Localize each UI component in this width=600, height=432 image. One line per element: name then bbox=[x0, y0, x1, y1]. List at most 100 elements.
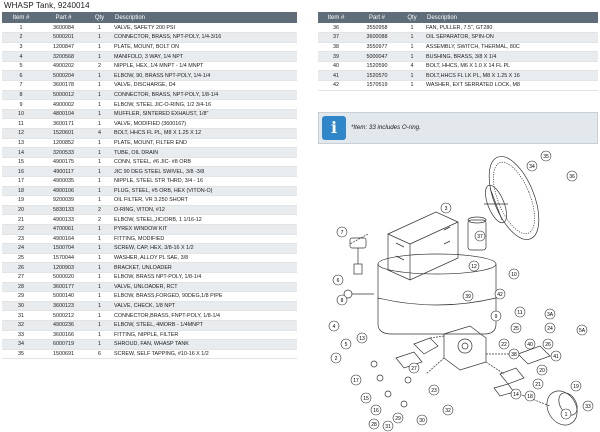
cell-part: 4800104 bbox=[40, 109, 87, 120]
cell-qty: 1 bbox=[87, 301, 112, 312]
cell-part: 4900035 bbox=[40, 176, 87, 187]
callout-label: 26 bbox=[545, 342, 551, 348]
cell-item: 41 bbox=[318, 70, 354, 82]
cell-item: 4 bbox=[2, 51, 40, 62]
cell-description: FITTING, NIPPLE, FILTER bbox=[112, 330, 297, 341]
callout-label: 32 bbox=[445, 408, 451, 414]
cell-part: 1500704 bbox=[40, 243, 87, 254]
callout-40: 40 bbox=[524, 338, 536, 350]
cell-description: BOLT, HHCS FL PL, M8 X 1.25 X 12 bbox=[112, 128, 297, 139]
cell-qty: 1 bbox=[87, 291, 112, 302]
callout-1: 1 bbox=[560, 408, 572, 420]
cell-qty: 1 bbox=[87, 70, 112, 82]
callout-label: 36 bbox=[569, 174, 575, 180]
cell-part: 3600084 bbox=[40, 23, 87, 34]
callout-label: 33 bbox=[585, 404, 591, 410]
cell-description: FITTING, MODIFIED bbox=[112, 234, 297, 245]
cell-item: 31 bbox=[2, 310, 40, 321]
col-header-qty: Qty bbox=[87, 12, 112, 23]
diagram-linework bbox=[343, 156, 578, 426]
cell-item: 16 bbox=[2, 166, 40, 177]
cell-part: 3200533 bbox=[40, 147, 87, 158]
cell-description: BUSHING, BRASS, 3/8 X 1/4 bbox=[424, 51, 598, 62]
cell-part: 1570044 bbox=[40, 253, 87, 264]
cell-part: 5000047 bbox=[354, 51, 400, 62]
callout-31: 31 bbox=[382, 420, 394, 432]
cell-qty: 1 bbox=[400, 70, 424, 82]
cell-description: OIL SEPARATOR, SPIN-ON bbox=[424, 32, 598, 43]
callout-label: 25 bbox=[513, 326, 519, 332]
cell-qty: 1 bbox=[87, 253, 112, 264]
cell-item: 24 bbox=[2, 243, 40, 254]
cell-item: 38 bbox=[318, 42, 354, 53]
callout-label: 42 bbox=[497, 292, 503, 298]
cell-description: ELBOW, BRASS NPT-POLY, 1/8-1/4 bbox=[112, 272, 297, 283]
callout-label: 17 bbox=[353, 378, 359, 384]
callout-label: 7 bbox=[341, 230, 344, 236]
callout-label: 35 bbox=[543, 154, 549, 160]
callout-label: 3A bbox=[547, 312, 554, 318]
cell-item: 10 bbox=[2, 109, 40, 120]
col-header-item: Item # bbox=[318, 12, 354, 23]
cell-description: MANIFOLD, 3 WAY, 1/4 NPT bbox=[112, 51, 297, 62]
cell-item: 37 bbox=[318, 32, 354, 43]
cell-item: 30 bbox=[2, 301, 40, 312]
callout-24: 24 bbox=[544, 322, 556, 334]
callout-label: 6 bbox=[337, 278, 340, 284]
cell-description: VALVE, MODIFIED (3600167) bbox=[112, 118, 297, 130]
callout-17: 17 bbox=[350, 374, 362, 386]
cell-description: PYREX WINDOW KIT bbox=[112, 224, 297, 235]
table-header-row: Item # Part # Qty Description bbox=[2, 12, 297, 23]
callout-2: 2 bbox=[330, 352, 342, 364]
col-header-description: Description bbox=[112, 12, 297, 23]
cell-qty: 1 bbox=[87, 339, 112, 350]
cell-qty: 1 bbox=[87, 320, 112, 331]
callout-label: 5A bbox=[579, 328, 586, 334]
callout-label: 23 bbox=[431, 388, 437, 394]
cell-item: 36 bbox=[318, 23, 354, 34]
cell-item: 35 bbox=[2, 349, 40, 360]
callout-36: 36 bbox=[566, 170, 578, 182]
cell-item: 20 bbox=[2, 205, 40, 216]
cell-description: PLATE, MOUNT, BOLT ON bbox=[112, 42, 297, 53]
cell-part: 9200039 bbox=[40, 195, 87, 206]
cell-part: 1200852 bbox=[40, 138, 87, 149]
cell-description: JIC 90 DEG STEEL SWIVEL, 3/8 -3/8 bbox=[112, 166, 297, 177]
cell-description: BOLT,HHCS FL LK PL, M8 X 1.25 X 16 bbox=[424, 70, 598, 82]
callout-label: 5 bbox=[345, 342, 348, 348]
callout-4: 4 bbox=[328, 320, 340, 332]
cell-description: PLUG, STEEL, #5 ORB, HEX (VITON-O) bbox=[112, 186, 297, 197]
callout-20: 20 bbox=[536, 364, 548, 376]
cell-qty: 2 bbox=[87, 205, 112, 216]
callout-30: 30 bbox=[416, 414, 428, 426]
cell-item: 13 bbox=[2, 138, 40, 149]
cell-description: MUFFLER, SINTERED EXHAUST, 1/8" bbox=[112, 109, 297, 120]
cell-description: OIL FILTER, VR 3.250 SHORT bbox=[112, 195, 297, 206]
cell-item: 26 bbox=[2, 262, 40, 273]
col-header-part: Part # bbox=[40, 12, 87, 23]
callout-label: 24 bbox=[547, 326, 553, 332]
callout-label: 41 bbox=[553, 354, 559, 360]
callout-label: 12 bbox=[471, 264, 477, 270]
callout-label: 13 bbox=[359, 336, 365, 342]
exploded-parts-diagram: 1234567891011121314151617181920212223242… bbox=[328, 150, 594, 432]
cell-part: 5000012 bbox=[40, 90, 87, 101]
cell-qty: 1 bbox=[87, 118, 112, 130]
cell-part: 4900164 bbox=[40, 234, 87, 245]
